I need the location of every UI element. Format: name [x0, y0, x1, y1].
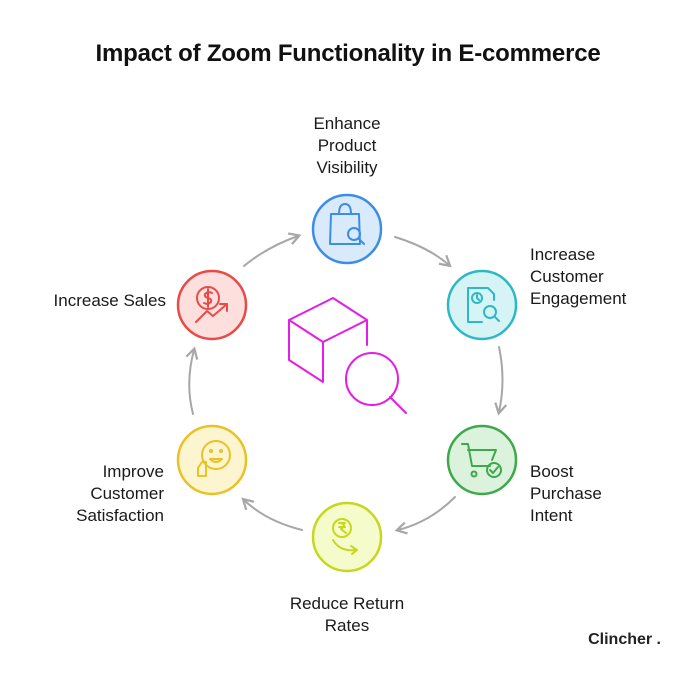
step-3-circle [446, 424, 518, 496]
step-4-node [311, 501, 383, 573]
step-4-circle [311, 501, 383, 573]
cube-magnifier-icon [288, 297, 407, 414]
document-clock-search-icon [467, 287, 500, 323]
step-1-circle [311, 193, 383, 265]
step-5-label: Improve Customer Satisfaction [76, 462, 164, 525]
brand-logo: Clincher . [588, 631, 661, 648]
arrow-5-to-6 [185, 346, 199, 415]
step-1-node [311, 193, 383, 265]
arrow-1-to-2 [394, 236, 452, 268]
cart-check-icon [461, 443, 502, 478]
arrow-3-to-4 [394, 496, 456, 535]
shopping-bag-search-icon [329, 203, 365, 245]
step-6-label: Increase Sales [53, 291, 166, 310]
smiley-thumbs-up-icon [197, 440, 231, 477]
step-2-circle [446, 269, 518, 341]
step-5-node [176, 424, 248, 496]
step-4-label: Reduce Return Rates [289, 594, 405, 635]
step-1-label: Enhance Product Visibility [313, 114, 381, 177]
arrow-6-to-1 [243, 232, 302, 267]
arrow-4-to-5 [241, 497, 303, 531]
rupee-coin-down-arrow-icon [332, 518, 358, 555]
step-2-label: Increase Customer Engagement [530, 245, 627, 308]
step-2-node [446, 269, 518, 341]
step-3-node [446, 424, 518, 496]
arrow-2-to-3 [494, 346, 508, 416]
step-6-node [176, 269, 248, 341]
diagram-title: Impact of Zoom Functionality in E-commer… [95, 40, 601, 67]
step-6-circle [176, 269, 248, 341]
step-3-label: Boost Purchase Intent [530, 462, 602, 525]
dollar-coin-trend-up-icon [195, 286, 228, 323]
